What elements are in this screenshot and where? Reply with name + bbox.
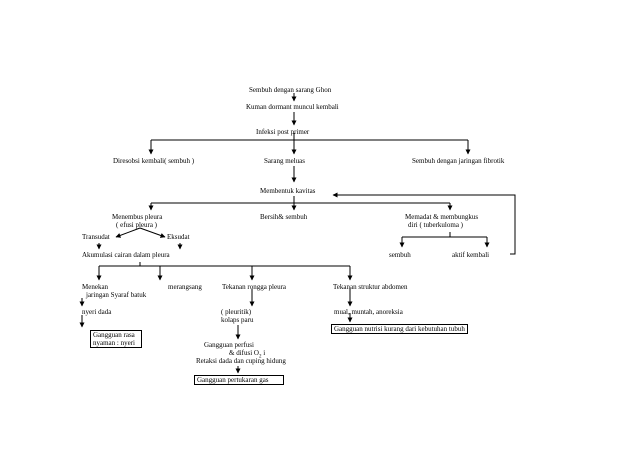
node-tekanan-rongga: Tekanan rongga pleura bbox=[222, 283, 287, 291]
node-retraksi: Retaksi dada dan cuping hidung bbox=[196, 357, 286, 365]
node-diresobsi: Diresobsi kembali( sembuh ) bbox=[113, 157, 195, 165]
node-gangguan-perfusi: Gangguan perfusi bbox=[204, 341, 254, 349]
node-merangsang: merangsang bbox=[168, 283, 202, 291]
node-menekan: Menekan bbox=[82, 283, 109, 291]
node-sembuh-fibrotik: Sembuh dengan jaringan fibrotik bbox=[412, 157, 505, 165]
node-gangguan-rasa-nyaman: Gangguan rasa nyaman : nyeri bbox=[90, 330, 142, 348]
gangguan-rasa-line-1: Gangguan rasa bbox=[93, 331, 135, 339]
node-bersih-sembuh: Bersih& sembuh bbox=[260, 213, 308, 221]
node-kolaps-paru: kolaps paru bbox=[221, 316, 254, 324]
difusi-subscript: 2 bbox=[258, 354, 262, 360]
arrow-to-eksudat bbox=[139, 227, 166, 238]
node-efusi-pleura: ( efusi pleura ) bbox=[116, 221, 158, 229]
node-sarang-meluas: Sarang meluas bbox=[264, 157, 306, 165]
node-gangguan-pertukaran-gas: Gangguan pertukaran gas bbox=[194, 375, 284, 385]
node-gangguan-nutrisi: Gangguan nutrisi kurang dari kebutuhan t… bbox=[331, 324, 468, 334]
node-jaringan-syaraf: jaringan Syaraf batuk bbox=[86, 291, 147, 299]
node-aktif-kembali: aktif kembali bbox=[452, 251, 490, 259]
node-eksudat: Eksudat bbox=[167, 233, 190, 241]
node-kuman-dormant: Kuman dormant muncul kembali bbox=[246, 103, 339, 111]
node-menembus-pleura: Menembus pleura bbox=[112, 213, 163, 221]
node-tuberkuloma: diri ( tuberkuloma ) bbox=[408, 221, 464, 229]
node-infeksi-post-primer: Infeksi post primer bbox=[256, 128, 310, 136]
node-mual: mual, muntah, anoreksia bbox=[334, 308, 403, 316]
node-difusi: & difusi O2 i bbox=[229, 349, 265, 361]
node-akumulasi: Akumulasi cairan dalam pleura bbox=[82, 251, 170, 259]
node-nyeri-dada: nyeri dada bbox=[82, 308, 112, 316]
node-pleuritik: ( pleuritik) bbox=[221, 308, 252, 316]
node-sembuh-ghon: Sembuh dengan sarang Ghon bbox=[249, 86, 332, 94]
node-memadat: Memadat & membungkus bbox=[405, 213, 479, 221]
node-sembuh: sembuh bbox=[389, 251, 411, 259]
arrow-to-transudat bbox=[115, 227, 141, 238]
difusi-tail: i bbox=[261, 349, 266, 357]
difusi-text: & difusi O bbox=[229, 349, 259, 357]
arrow-aktif-feedback bbox=[332, 192, 516, 255]
gangguan-rasa-line-2: nyaman : nyeri bbox=[93, 339, 135, 347]
node-transudat: Transudat bbox=[82, 233, 110, 241]
node-membentuk-kavitas: Membentuk kavitas bbox=[260, 187, 316, 195]
node-tekanan-abdomen: Tekanan struktur abdomen bbox=[333, 283, 408, 291]
